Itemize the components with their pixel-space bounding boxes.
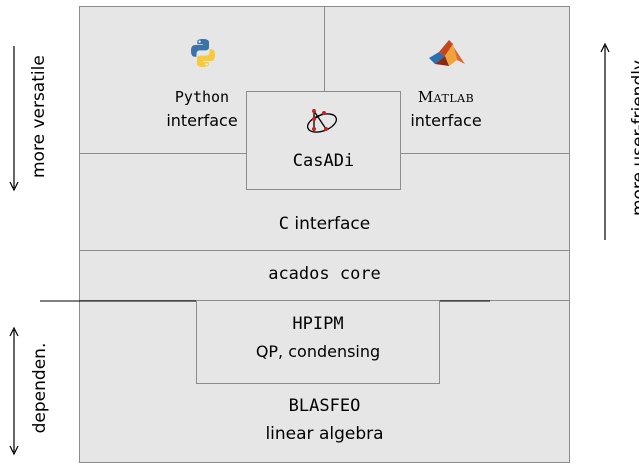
python-interface-label: interface (166, 111, 238, 130)
more-user-friendly-label: more user-friendly (629, 59, 639, 217)
blasfeo-label: BLASFEO (288, 396, 361, 416)
dependencies-label: dependen. (30, 342, 50, 434)
matlab-interface-label: interface (410, 111, 482, 130)
c-interface-text: interface (294, 214, 371, 234)
acados-core-panel (79, 250, 570, 301)
matlab-label-text: Matlab (417, 88, 475, 106)
casadi-box (246, 91, 401, 190)
c-interface-prefix: C (278, 214, 289, 234)
matlab-label: Matlab (396, 88, 496, 106)
hpipm-box (196, 300, 440, 384)
casadi-logo-icon (306, 109, 338, 133)
c-interface-label: C interface (79, 214, 570, 234)
hpipm-label: HPIPM (292, 314, 344, 334)
acados-core-label: acados core (268, 264, 381, 284)
blasfeo-subtitle: linear algebra (265, 424, 384, 444)
matlab-logo-icon (429, 40, 465, 66)
python-logo-icon (191, 39, 215, 67)
casadi-label: CasADi (292, 151, 355, 171)
more-versatile-label: more versatile (29, 55, 49, 178)
hpipm-subtitle: QP, condensing (255, 342, 381, 361)
python-label: Python (174, 88, 230, 106)
